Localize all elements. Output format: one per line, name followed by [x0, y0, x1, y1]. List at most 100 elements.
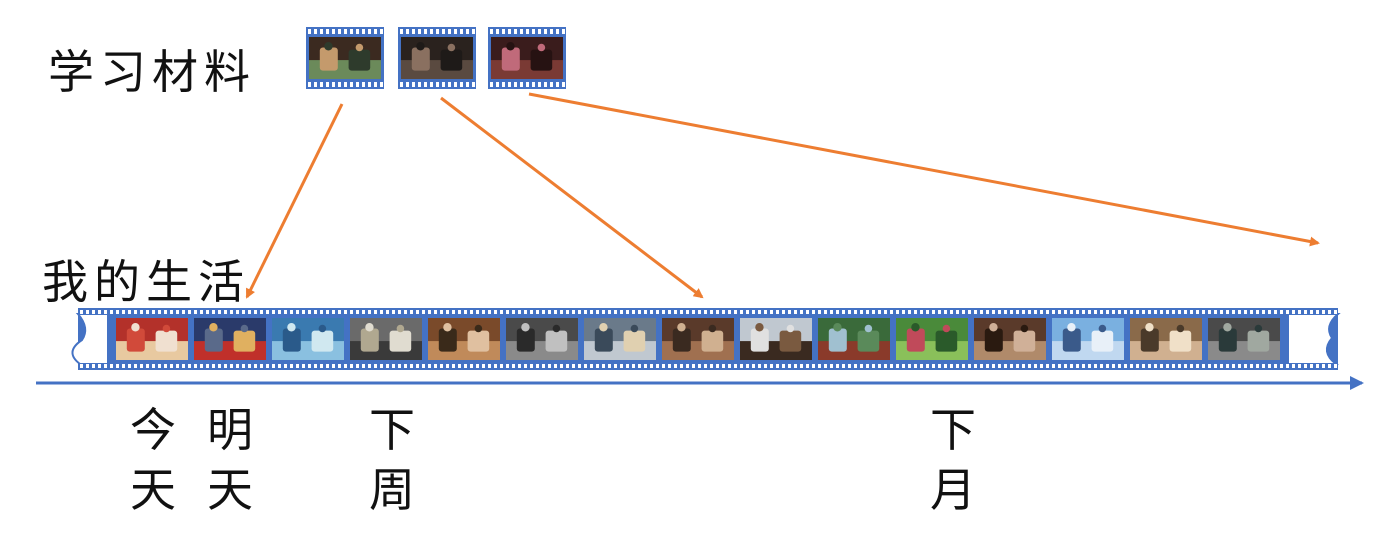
sprocket-hole: [620, 364, 623, 368]
sprocket-hole: [824, 364, 827, 368]
sprocket-hole: [848, 364, 851, 368]
sprocket-hole: [206, 310, 209, 314]
life-frame-water-town-canal: [1208, 318, 1280, 360]
sprocket-hole: [350, 310, 353, 314]
sprocket-hole: [914, 364, 917, 368]
sprocket-hole: [770, 310, 773, 314]
sprocket-hole: [1130, 310, 1133, 314]
sprocket-hole: [1244, 310, 1247, 314]
life-frame-couple-in-office: [584, 318, 656, 360]
sprocket-hole: [266, 310, 269, 314]
sprocket-hole: [302, 310, 305, 314]
sprocket-hole: [1238, 364, 1241, 368]
sprocket-hole: [884, 310, 887, 314]
sprocket-hole: [1208, 364, 1211, 368]
sprocket-hole: [656, 364, 659, 368]
sprocket-hole: [308, 82, 311, 87]
sprocket-hole: [1172, 310, 1175, 314]
sprocket-hole: [1256, 364, 1259, 368]
sprocket-hole: [448, 82, 451, 87]
sprocket-hole: [400, 82, 403, 87]
sprocket-hole: [866, 364, 869, 368]
sprocket-hole: [92, 364, 95, 368]
sprocket-hole: [380, 310, 383, 314]
sprocket-hole: [710, 310, 713, 314]
life-frame-family-celebration: [116, 318, 188, 360]
sprocket-hole: [890, 364, 893, 368]
sprocket-hole: [1046, 310, 1049, 314]
sprocket-hole: [608, 310, 611, 314]
sprocket-hole: [374, 82, 377, 87]
sprocket-hole: [320, 364, 323, 368]
sprocket-hole: [758, 310, 761, 314]
sprocket-hole: [1160, 364, 1163, 368]
sprocket-hole: [782, 364, 785, 368]
sprocket-hole: [716, 310, 719, 314]
sprocket-hole: [490, 29, 493, 34]
sprocket-hole: [854, 310, 857, 314]
sprocket-hole: [902, 310, 905, 314]
sprocket-hole: [446, 364, 449, 368]
sprocket-hole: [430, 29, 433, 34]
sprocket-hole: [896, 310, 899, 314]
sprocket-hole: [526, 29, 529, 34]
sprocket-hole: [494, 310, 497, 314]
sprocket-hole: [1052, 310, 1055, 314]
sprocket-hole: [1220, 364, 1223, 368]
sprocket-hole: [1016, 364, 1019, 368]
sprocket-hole: [986, 310, 989, 314]
sprocket-hole: [584, 364, 587, 368]
sprocket-hole: [1250, 310, 1253, 314]
sprocket-hole: [1076, 310, 1079, 314]
sprocket-hole: [374, 364, 377, 368]
sprocket-hole: [632, 364, 635, 368]
sprocket-hole: [494, 364, 497, 368]
sprocket-hole: [422, 364, 425, 368]
sprocket-hole: [542, 310, 545, 314]
sprocket-hole: [332, 364, 335, 368]
sprocket-hole: [1136, 364, 1139, 368]
sprocket-hole: [1124, 310, 1127, 314]
sprocket-hole: [1154, 364, 1157, 368]
sprocket-hole: [164, 310, 167, 314]
sprocket-hole: [1184, 364, 1187, 368]
sprocket-hole: [1142, 310, 1145, 314]
strip-left-end: [71, 313, 109, 365]
sprocket-hole: [566, 364, 569, 368]
sprocket-hole: [1016, 310, 1019, 314]
life-frame-subway-station: [506, 318, 578, 360]
sprocket-hole: [1226, 364, 1229, 368]
sprocket-hole: [416, 364, 419, 368]
sprocket-hole: [776, 364, 779, 368]
sprocket-hole: [380, 82, 383, 87]
sprocket-hole: [332, 29, 335, 34]
sprocket-hole: [424, 29, 427, 34]
sprocket-hole: [182, 364, 185, 368]
sprocket-hole: [1214, 310, 1217, 314]
time-label-today: 今 天: [128, 400, 178, 520]
life-frame-people-at-cafe: [1130, 318, 1202, 360]
sprocket-hole: [1238, 310, 1241, 314]
sprocket-hole: [1286, 310, 1289, 314]
sprocket-hole: [920, 310, 923, 314]
time-label-tomorrow-line1: 明: [207, 403, 253, 457]
sprocket-hole: [104, 310, 107, 314]
sprocket-hole: [572, 310, 575, 314]
life-frame-shanghai-skyline: [1052, 318, 1124, 360]
sprocket-hole: [1166, 364, 1169, 368]
sprocket-hole: [506, 310, 509, 314]
sprocket-hole: [436, 29, 439, 34]
sprocket-hole: [1196, 364, 1199, 368]
sprocket-hole: [950, 310, 953, 314]
sprocket-hole: [1046, 364, 1049, 368]
sprocket-hole: [488, 310, 491, 314]
sprocket-hole: [842, 310, 845, 314]
sprocket-hole: [490, 82, 493, 87]
sprocket-hole: [962, 310, 965, 314]
sprocket-hole: [590, 310, 593, 314]
sprocket-hole: [1322, 310, 1325, 314]
sprocket-hole: [1034, 310, 1037, 314]
sprocket-hole: [254, 310, 257, 314]
sprocket-hole: [1022, 310, 1025, 314]
sprocket-hole: [698, 310, 701, 314]
